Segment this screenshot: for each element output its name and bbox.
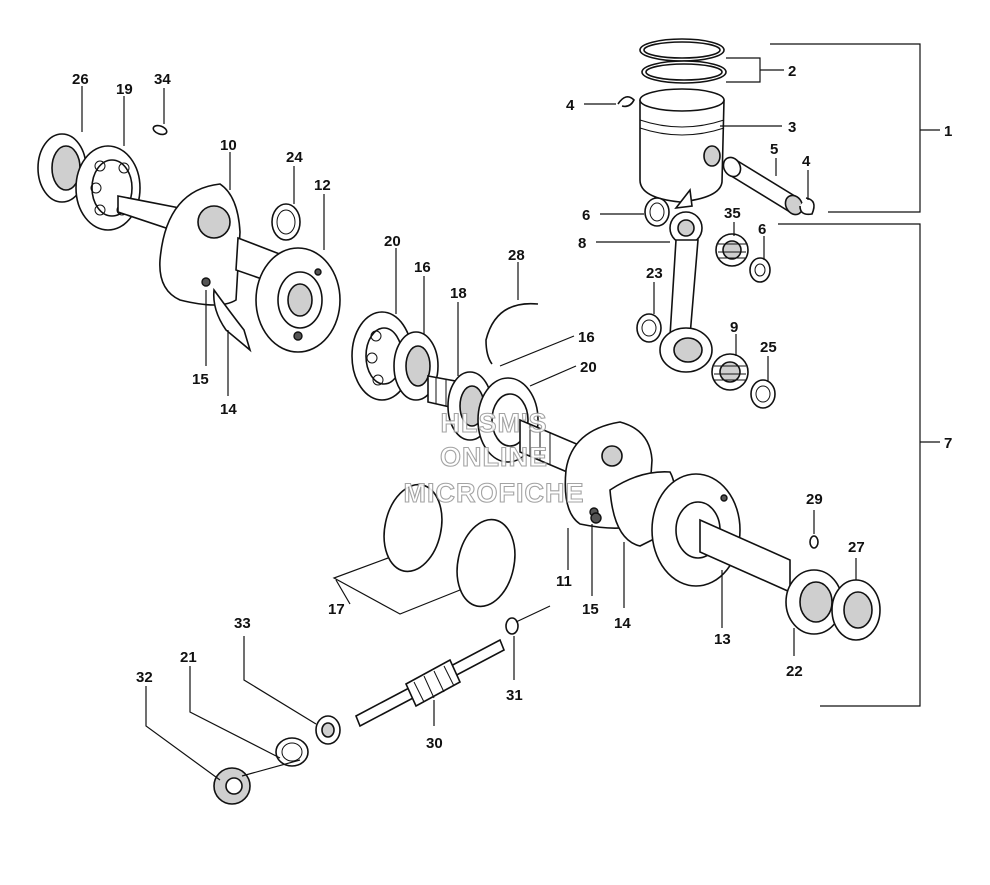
woodruff-key xyxy=(152,124,168,136)
small-end-washer xyxy=(749,257,771,283)
pump-shaft-30 xyxy=(354,638,506,728)
key-29 xyxy=(809,535,819,549)
callout-20-right: 20 xyxy=(580,359,597,376)
circlip-21 xyxy=(275,737,309,767)
callout-6-left: 6 xyxy=(582,207,590,224)
piston xyxy=(639,88,725,210)
callout-32: 32 xyxy=(136,669,153,686)
thrust-washer-top xyxy=(644,197,670,227)
leader-lines xyxy=(81,43,940,781)
connecting-rod xyxy=(659,211,713,373)
flywheel-disc-13 xyxy=(651,473,741,587)
callout-28: 28 xyxy=(508,247,525,264)
callout-34: 34 xyxy=(154,71,171,88)
callout-8: 8 xyxy=(578,235,586,252)
callout-16-left: 16 xyxy=(414,259,431,276)
bearing-33 xyxy=(315,715,341,745)
callout-4-left: 4 xyxy=(566,97,575,114)
callout-33: 33 xyxy=(234,615,251,632)
callout-13: 13 xyxy=(714,631,731,648)
small-end-needle-bearing xyxy=(715,233,749,267)
callout-7: 7 xyxy=(944,435,952,452)
callout-31: 31 xyxy=(506,687,523,704)
piston-pin-clip-right xyxy=(799,197,815,216)
circlips-17 xyxy=(383,483,516,608)
callout-19: 19 xyxy=(116,81,133,98)
watermark-line-1: HLSM'S xyxy=(441,408,548,438)
callout-14-right: 14 xyxy=(614,615,631,632)
callout-35: 35 xyxy=(724,205,741,222)
callout-11: 11 xyxy=(556,573,572,590)
big-end-needle-bearing xyxy=(711,353,749,391)
seal-16-left xyxy=(393,331,439,401)
callout-20-left: 20 xyxy=(384,233,401,250)
left-flywheel xyxy=(159,183,241,306)
callout-17: 17 xyxy=(328,601,345,618)
watermark: HLSM'S ONLINE MICROFICHE xyxy=(403,407,585,508)
big-end-washer-left xyxy=(636,313,662,343)
washer-24 xyxy=(271,203,301,241)
watermark-line-3: MICROFICHE xyxy=(404,478,585,508)
callout-1: 1 xyxy=(944,123,952,140)
callout-16-right: 16 xyxy=(578,329,595,346)
callout-15-right: 15 xyxy=(582,601,599,618)
callout-21: 21 xyxy=(180,649,197,666)
callout-9: 9 xyxy=(730,319,738,336)
ball-bearing-left xyxy=(75,145,141,231)
key-15-right xyxy=(590,512,602,524)
callout-4-right: 4 xyxy=(802,153,811,170)
callout-24: 24 xyxy=(286,149,303,166)
callout-12: 12 xyxy=(314,177,331,194)
callout-22: 22 xyxy=(786,663,803,680)
washer-31 xyxy=(505,617,519,635)
piston-pin-clip-left xyxy=(617,96,635,108)
oil-seal-left xyxy=(37,133,87,203)
flywheel-disc-12 xyxy=(255,247,341,353)
callout-29: 29 xyxy=(806,491,823,508)
c-ring-28 xyxy=(485,302,539,365)
nut-32 xyxy=(213,767,251,805)
callout-25: 25 xyxy=(760,339,777,356)
callout-10: 10 xyxy=(220,137,237,154)
callout-14-left: 14 xyxy=(220,401,237,418)
piston-pin xyxy=(722,156,804,216)
callout-3: 3 xyxy=(788,119,796,136)
roller-bearing-22 xyxy=(785,569,843,635)
callout-labels: 1 2 3 4 4 5 6 6 7 8 9 10 11 12 13 14 14 … xyxy=(72,63,952,752)
callout-26: 26 xyxy=(72,71,89,88)
callout-27: 27 xyxy=(848,539,865,556)
watermark-line-2: ONLINE xyxy=(440,442,548,472)
callout-6-right: 6 xyxy=(758,221,766,238)
callout-18: 18 xyxy=(450,285,467,302)
callout-2: 2 xyxy=(788,63,796,80)
crank-web-plate xyxy=(212,287,252,353)
callout-23: 23 xyxy=(646,265,663,282)
callout-30: 30 xyxy=(426,735,443,752)
oil-seal-27 xyxy=(831,579,881,641)
piston-rings xyxy=(639,38,727,84)
callout-5: 5 xyxy=(770,141,778,158)
callout-15-left: 15 xyxy=(192,371,209,388)
big-end-washer-right xyxy=(750,379,776,409)
